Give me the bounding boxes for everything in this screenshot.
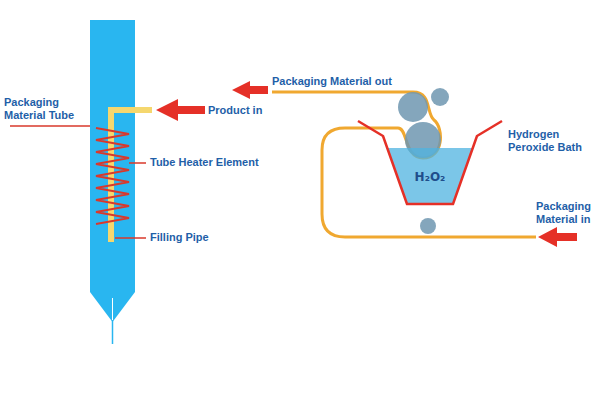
packaging-tube (90, 20, 135, 292)
roller (398, 92, 428, 122)
leader-line (115, 237, 146, 239)
bath-outline (355, 118, 505, 208)
filling-pipe-inlet (108, 107, 152, 113)
tube-tip (90, 292, 135, 322)
callout-label: Hydrogen Peroxide Bath (508, 128, 592, 154)
leader-line (129, 162, 146, 164)
roller (420, 218, 436, 234)
product-in-arrow (156, 99, 205, 121)
hydrogen-peroxide-bath: H₂O₂ (355, 118, 505, 208)
callout-label: Filling Pipe (150, 231, 240, 244)
tube-seal-line (112, 298, 114, 344)
material-in-arrow (538, 227, 577, 247)
callout-label: Packaging Material out (272, 75, 422, 88)
roller (431, 88, 449, 106)
heater-coil-winding (96, 128, 129, 224)
leader-line (10, 125, 90, 127)
callout-label: Product in (208, 104, 288, 117)
packaging-material-web (272, 92, 536, 237)
tube-seal-highlight (112, 298, 113, 320)
callout-label: Tube Heater Element (150, 156, 290, 169)
bath-label: H₂O₂ (355, 170, 505, 184)
callout-label: Packaging Material in (536, 200, 598, 226)
bath-wall (358, 121, 502, 204)
heater-coil (96, 128, 129, 224)
material-out-arrow (232, 81, 268, 99)
callout-label: Packaging Material Tube (4, 96, 90, 122)
